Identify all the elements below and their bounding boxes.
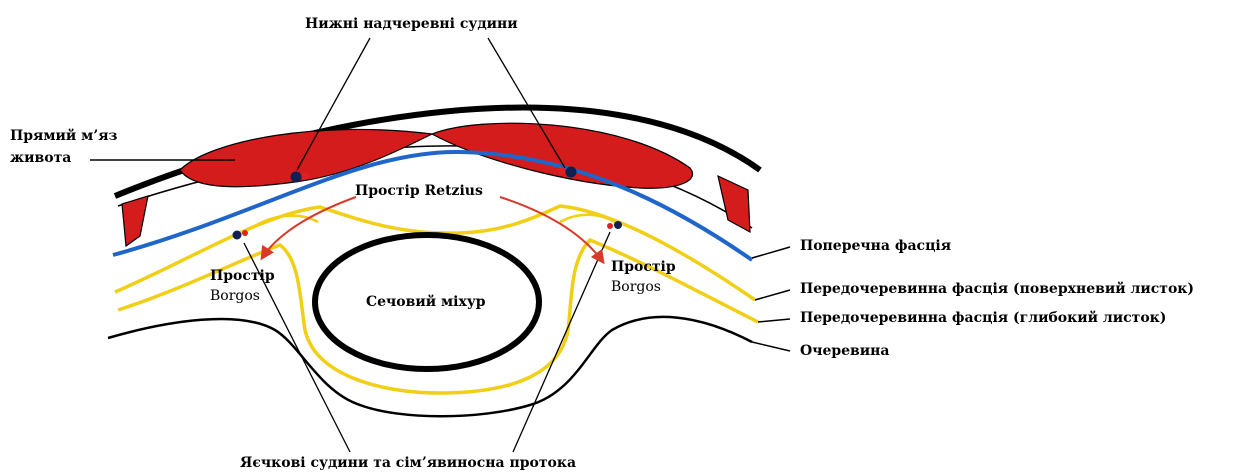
leader-preperitoneal-deep (758, 319, 790, 322)
label-rectus-muscle-line1: Прямий м’яз (10, 128, 117, 145)
spermatic-vessel-right-red (607, 223, 613, 229)
epigastric-vein-left (291, 172, 302, 183)
label-borgos-left-line1: Простір (210, 268, 275, 285)
leader-transversalis (752, 247, 790, 258)
label-spermatic-vessels: Яєчкові судини та сім’явиносна протока (240, 455, 576, 472)
leader-preperitoneal-superficial (755, 290, 790, 300)
borgos-fold-right (560, 215, 618, 224)
label-inferior-epigastric-vessels: Нижні надчеревні судини (305, 16, 518, 33)
label-borgos-right-line1: Простір (611, 259, 676, 276)
leader-peritoneum (752, 342, 790, 351)
label-transversalis-fascia: Поперечна фасція (800, 238, 951, 255)
label-borgos-right-line2: Borgos (611, 279, 661, 296)
arrow-retzius-left (262, 197, 356, 258)
label-preperitoneal-deep: Передочеревинна фасція (глибокий листок) (800, 310, 1166, 327)
spermatic-vessel-left-red (242, 230, 248, 236)
label-peritoneum: Очеревина (800, 343, 889, 360)
spermatic-vessel-right-dark (614, 221, 622, 229)
label-rectus-muscle-line2: живота (10, 150, 71, 167)
spermatic-vessel-left-dark (233, 231, 242, 240)
lateral-muscle-left (122, 196, 148, 246)
label-preperitoneal-superficial: Передочеревинна фасція (поверхневий лист… (800, 281, 1194, 298)
label-borgos-left-line2: Borgos (210, 288, 260, 305)
label-bladder: Сечовий міхур (366, 294, 486, 311)
epigastric-vein-right (566, 167, 577, 178)
label-retzius-space: Простір Retzius (355, 183, 483, 200)
leader-spermatic-right (513, 232, 610, 452)
epigastric-artery-right (559, 168, 566, 175)
lateral-muscle-right (718, 176, 750, 232)
epigastric-artery-left (302, 173, 309, 180)
rectus-muscle-right (432, 123, 693, 188)
arrow-retzius-right (500, 197, 603, 262)
